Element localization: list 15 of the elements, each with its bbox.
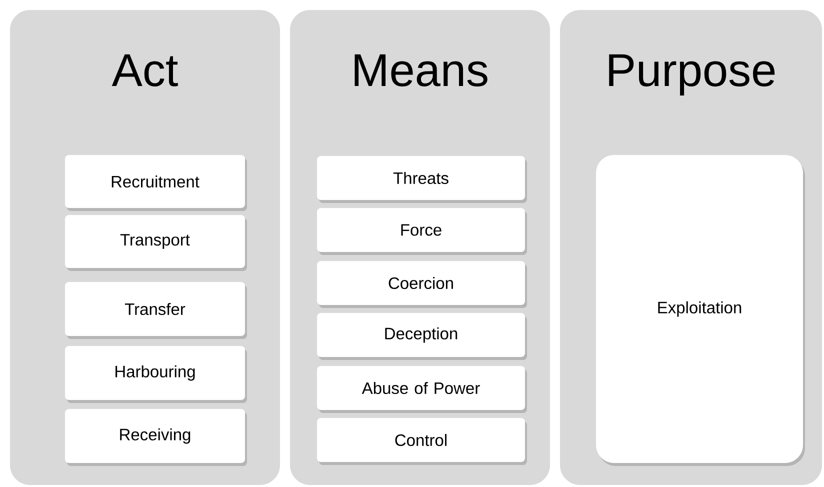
- item-box: Receiving: [65, 409, 247, 466]
- item-box: Threats: [317, 156, 527, 203]
- item-box: Force: [317, 208, 527, 255]
- item-box: Transfer: [65, 282, 247, 339]
- item-box: Abuse of Power: [317, 366, 527, 413]
- item-box: Control: [317, 418, 527, 465]
- item-box: Harbouring: [65, 346, 247, 403]
- panel-title: Means: [354, 54, 488, 86]
- item-box: Deception: [317, 313, 527, 360]
- panel-title: Purpose: [609, 54, 775, 96]
- panel-title: Act: [112, 54, 178, 86]
- item-box: Coercion: [317, 261, 527, 308]
- item-box: Exploitation: [596, 155, 806, 466]
- item-box: Transport: [65, 215, 247, 271]
- item-box: Recruitment: [65, 155, 247, 211]
